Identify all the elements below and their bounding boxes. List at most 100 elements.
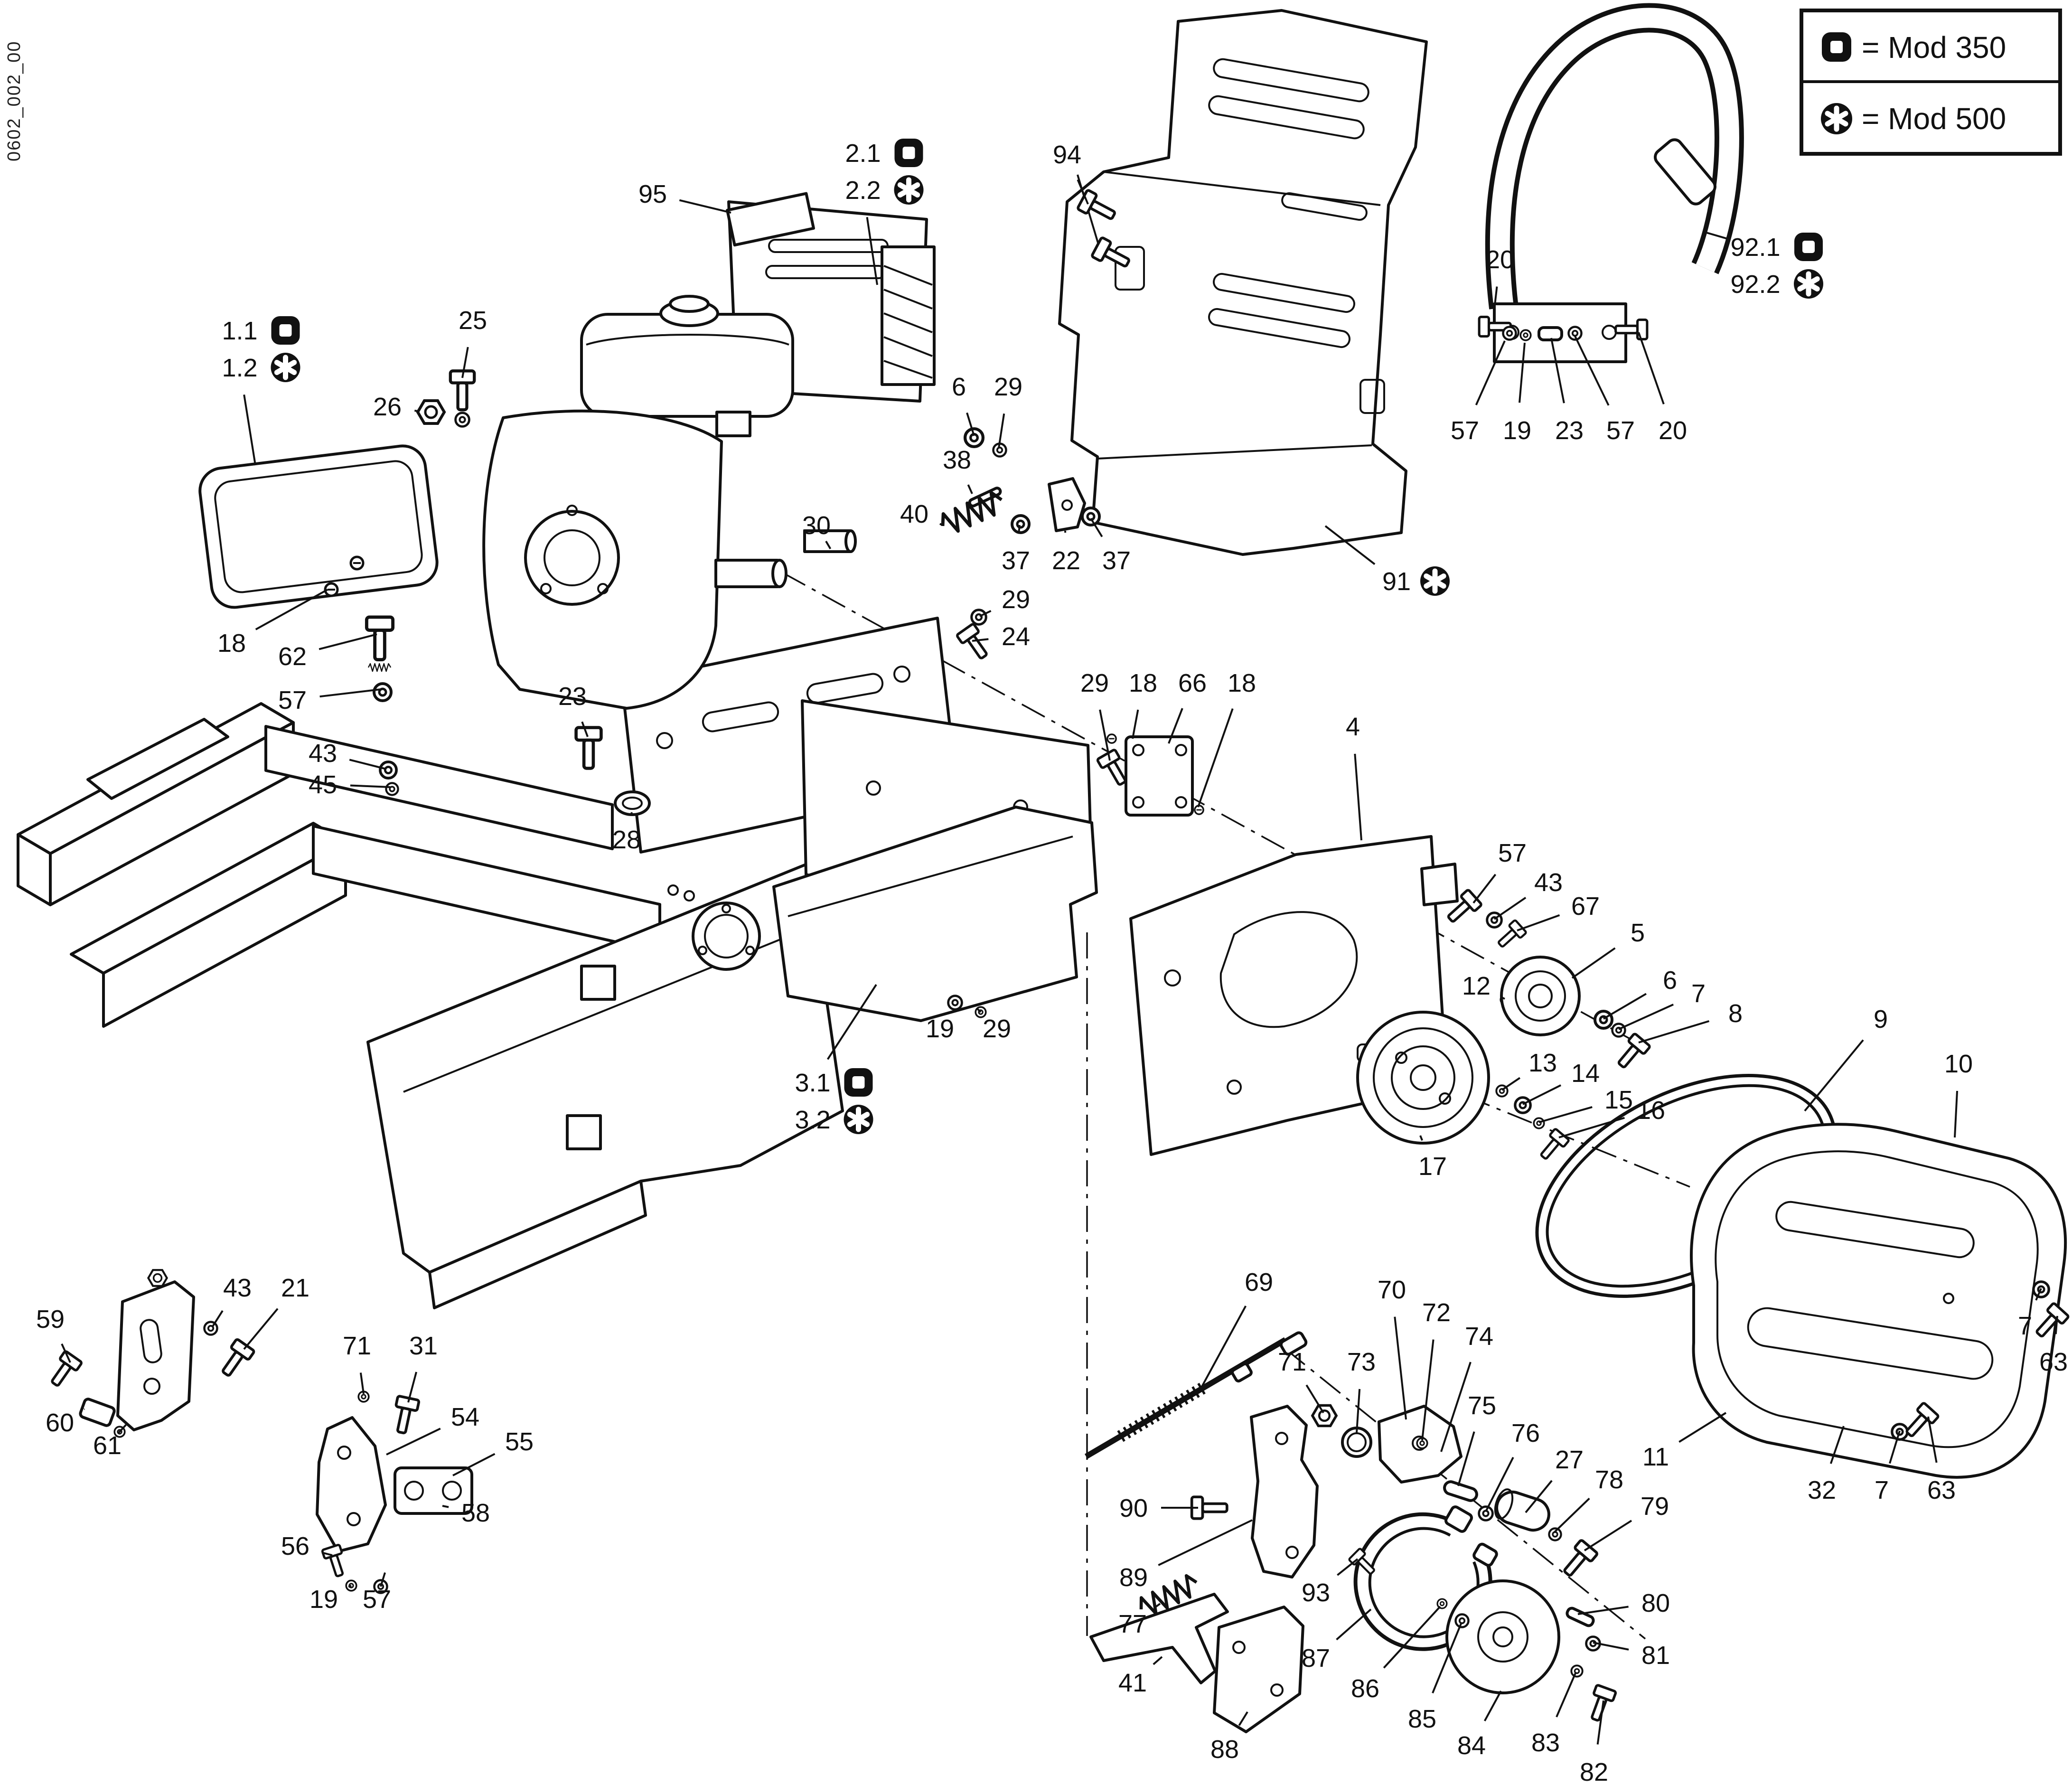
anchor-bracket — [1213, 1606, 1304, 1733]
mod500-marker-icon — [1420, 566, 1450, 596]
callout-31: 31 — [407, 1332, 438, 1403]
callout-67: 67 — [1517, 892, 1600, 931]
callout-number: 79 — [1641, 1492, 1669, 1521]
clutch-assembly — [1084, 1331, 1616, 1733]
callout-81: 81 — [1593, 1641, 1670, 1670]
callout-11: 11 — [1642, 1412, 1727, 1471]
callout-number: 63 — [2039, 1348, 2068, 1376]
callout-number: 18 — [1129, 669, 1157, 697]
callout-number: 71 — [343, 1332, 371, 1360]
callout-number: 17 — [1418, 1152, 1447, 1181]
callout-number: 1.2 — [222, 354, 257, 382]
callout-number: 14 — [1571, 1059, 1600, 1088]
mod350-marker-icon — [1794, 233, 1823, 261]
callout-number: 20 — [1486, 245, 1514, 274]
callout-57: 57 — [1574, 336, 1635, 445]
callout-number: 38 — [943, 446, 971, 474]
callout-43: 43 — [212, 1274, 252, 1327]
callout-number: 8 — [1728, 999, 1743, 1028]
frame-chassis — [17, 702, 844, 1309]
callout-number: 24 — [1002, 622, 1030, 651]
fuel-tank — [580, 313, 794, 418]
callout-number: 67 — [1571, 892, 1600, 921]
callout-number: 6 — [1663, 966, 1677, 995]
brake-drum — [1445, 1579, 1560, 1694]
callout-57: 57 — [363, 1572, 391, 1614]
callout-56: 56 — [281, 1532, 333, 1560]
handlebar — [1479, 3, 1744, 363]
callout-73: 73 — [1347, 1348, 1376, 1433]
callout-number: 66 — [1178, 669, 1207, 697]
callout-number: 30 — [802, 511, 831, 540]
callout-number: 80 — [1641, 1589, 1670, 1617]
label-plate — [726, 192, 815, 247]
callout-45: 45 — [309, 770, 391, 799]
callout-number: 87 — [1302, 1644, 1330, 1672]
callout-83: 83 — [1531, 1672, 1577, 1757]
callout-91: 91 — [1324, 525, 1450, 596]
callout-number: 72 — [1422, 1298, 1451, 1327]
callout-41: 41 — [1118, 1656, 1163, 1697]
callout-number: 10 — [1944, 1050, 1973, 1078]
callout-number: 81 — [1641, 1641, 1670, 1670]
drawing-number: 0602_002_00 — [4, 41, 24, 161]
callout-84: 84 — [1457, 1691, 1502, 1760]
belt-guard-panel — [1058, 9, 1428, 556]
clutch-lever — [1250, 1405, 1319, 1578]
callout-number: 25 — [459, 306, 487, 335]
callout-14: 14 — [1522, 1059, 1600, 1105]
callout-number: 95 — [638, 180, 667, 208]
callout-number: 57 — [278, 686, 307, 714]
callout-18: 18 — [1197, 669, 1256, 808]
callout-number: 16 — [1637, 1096, 1665, 1125]
callout-6: 6 — [1603, 966, 1677, 1020]
callout-4: 4 — [1346, 713, 1362, 841]
callout-number: 28 — [612, 826, 641, 854]
callout-number: 54 — [451, 1403, 479, 1431]
callout-59: 59 — [36, 1305, 71, 1363]
callout-number: 37 — [1002, 546, 1030, 575]
callout-87: 87 — [1302, 1608, 1372, 1672]
callout-number: 9 — [1874, 1005, 1888, 1033]
callout-13: 13 — [1501, 1049, 1557, 1091]
callout-29: 29 — [979, 585, 1030, 617]
callout-number: 21 — [281, 1274, 309, 1302]
callout-number: 74 — [1465, 1322, 1493, 1351]
mod500-marker-icon — [271, 353, 300, 382]
callout-number: 43 — [1534, 868, 1563, 897]
callout-79: 79 — [1584, 1492, 1669, 1551]
center-guard — [772, 806, 1098, 1022]
callout-8: 8 — [1638, 999, 1743, 1043]
callout-61: 61 — [93, 1424, 127, 1460]
callout-number: 19 — [926, 1015, 954, 1043]
callout-number: 61 — [93, 1431, 122, 1460]
callout-30: 30 — [802, 511, 832, 550]
callout-80: 80 — [1577, 1589, 1670, 1617]
callout-number: 91 — [1382, 567, 1411, 596]
callout-number: 15 — [1604, 1086, 1633, 1114]
callout-number: 29 — [1002, 585, 1030, 614]
throttle-hardware — [938, 429, 1099, 662]
callout-number: 43 — [309, 739, 337, 768]
callout-2.1: 2.1 — [845, 139, 923, 168]
callout-number: 2.1 — [845, 139, 881, 168]
roller — [1494, 1488, 1550, 1532]
mod500-marker-icon — [1794, 269, 1823, 299]
callout-number: 5 — [1631, 919, 1645, 947]
callout-19: 19 — [926, 1004, 955, 1043]
mod500-marker-icon — [894, 175, 924, 205]
engine-assembly — [482, 200, 936, 710]
callout-26: 26 — [373, 393, 418, 421]
callout-21: 21 — [243, 1274, 309, 1350]
callout-62: 62 — [278, 633, 377, 671]
callout-12: 12 — [1462, 972, 1505, 1000]
callout-63: 63 — [1927, 1416, 1956, 1504]
callout-19: 19 — [1503, 342, 1531, 445]
callout-number: 12 — [1462, 972, 1491, 1000]
callout-number: 59 — [36, 1305, 65, 1334]
callout-number: 84 — [1457, 1731, 1486, 1760]
handle-clamp — [1654, 138, 1716, 206]
bracket-assembly-2 — [316, 1390, 473, 1593]
callout-number: 37 — [1102, 546, 1131, 575]
